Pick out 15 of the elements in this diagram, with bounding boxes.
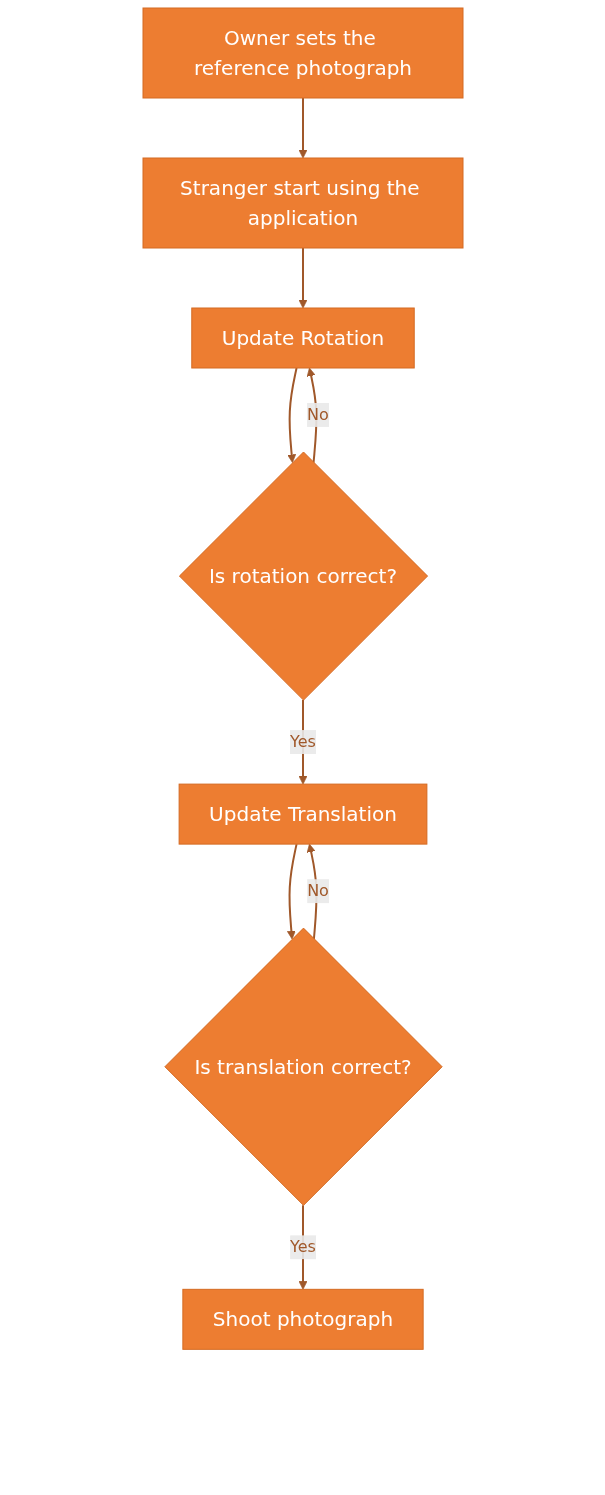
node-box: Owner sets the reference photograph bbox=[142, 7, 463, 99]
node-box: Update Translation bbox=[178, 783, 427, 845]
edge-label: No bbox=[306, 404, 329, 424]
node-box: Stranger start using the application bbox=[142, 157, 463, 249]
node-diamond: Is translation correct? bbox=[163, 927, 443, 1206]
edge-label: Yes bbox=[289, 1237, 316, 1257]
arrow bbox=[286, 843, 298, 940]
edge-label: No bbox=[306, 881, 329, 901]
node-box: Shoot photograph bbox=[181, 1288, 424, 1350]
node-diamond: Is rotation correct? bbox=[178, 451, 428, 701]
arrow bbox=[298, 247, 307, 309]
node-box: Update Rotation bbox=[190, 307, 415, 369]
arrow bbox=[298, 97, 307, 159]
arrow bbox=[286, 367, 298, 463]
edge-label: Yes bbox=[289, 732, 316, 752]
